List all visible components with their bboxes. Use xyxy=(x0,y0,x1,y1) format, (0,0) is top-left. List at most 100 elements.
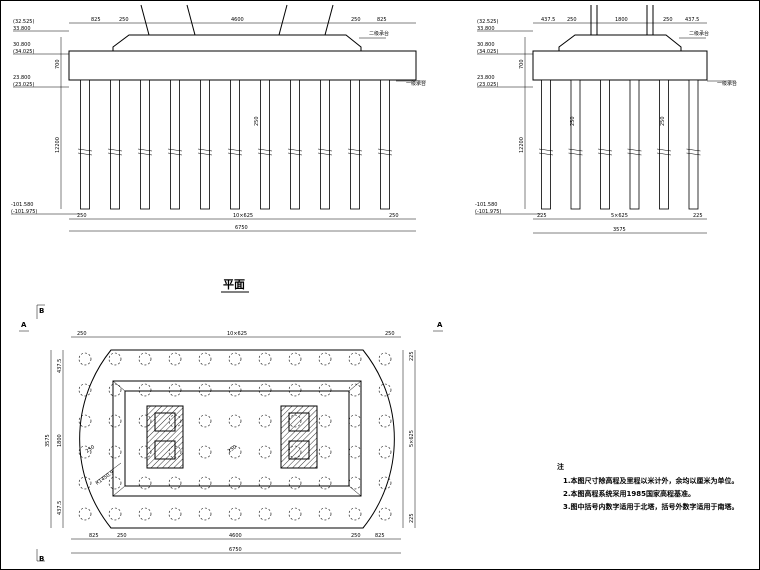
plan-dim-6750: 6750 xyxy=(229,547,242,553)
pile-plan xyxy=(138,352,152,366)
pile-plan xyxy=(378,383,392,397)
dim-250-br: 250 xyxy=(389,213,399,219)
pile xyxy=(380,79,390,210)
pile-plan xyxy=(288,414,302,428)
pile-plan xyxy=(378,352,392,366)
elev-pile-tip2-label: (-101.975) xyxy=(11,209,37,215)
elev-cap-top-label: 30.800 xyxy=(13,42,31,48)
pile-plan xyxy=(288,352,302,366)
dim-825-right: 825 xyxy=(377,17,387,23)
pile-plan xyxy=(108,383,122,397)
tower-leg-right xyxy=(280,405,318,469)
lower-cap-label-side: 一级承台 xyxy=(717,80,737,87)
elev-top2-side: 33.800 xyxy=(477,26,495,32)
elev-pile-tip2-side: (-101.975) xyxy=(475,209,501,215)
plan-dim-225-top: 225 xyxy=(409,351,415,361)
pile-plan xyxy=(318,414,332,428)
pile-dia-side-l: 250 xyxy=(570,116,576,126)
pile-plan xyxy=(138,445,152,459)
pile-plan xyxy=(348,383,362,397)
pile-plan xyxy=(258,476,272,490)
elev-pile-tip-label: -101.580 xyxy=(11,202,33,208)
elev-cap-top2-side: (34.025) xyxy=(477,49,498,55)
pile-plan xyxy=(258,414,272,428)
dim-437-left-side: 437.5 xyxy=(541,17,555,23)
elev-cap-bottom-label: 23.800 xyxy=(13,75,31,81)
lower-pile-cap-side xyxy=(532,50,708,81)
pile-plan xyxy=(168,414,182,428)
plan-dim-437-top: 437.5 xyxy=(57,359,63,373)
section-b-bottom: B xyxy=(39,555,44,563)
pile-plan xyxy=(318,445,332,459)
pile-plan xyxy=(228,476,242,490)
pile-plan xyxy=(78,507,92,521)
elev-top-label: (32.525) xyxy=(13,19,34,25)
pile-plan xyxy=(258,507,272,521)
dim-825-left: 825 xyxy=(91,17,101,23)
pile-plan xyxy=(78,352,92,366)
note-3: 3.图中括号内数字适用于北塔，括号外数字适用于南塔。 xyxy=(563,502,739,511)
pile-plan xyxy=(348,507,362,521)
pile-plan xyxy=(168,352,182,366)
lower-pile-cap xyxy=(68,50,417,81)
pile-plan xyxy=(288,507,302,521)
elev-pile-tip-side: -101.580 xyxy=(475,202,497,208)
pile xyxy=(600,79,610,210)
front-elevation: (32.525) 33.800 30.800 (34.025) 23.800 (… xyxy=(11,4,426,232)
pile-dia-plan-l: 250 xyxy=(85,444,96,454)
dim-250-bl: 250 xyxy=(77,213,87,219)
pile xyxy=(570,79,581,210)
pile-plan xyxy=(78,383,92,397)
dim-250-right: 250 xyxy=(351,17,361,23)
piles-side-elevation xyxy=(538,79,701,210)
pile xyxy=(200,79,210,210)
pile-plan xyxy=(378,445,392,459)
pile-plan xyxy=(108,445,122,459)
upper-pile-cap-side xyxy=(558,34,682,51)
pile-plan xyxy=(228,507,242,521)
pile-plan xyxy=(198,445,212,459)
notes-block: 注 1.本图尺寸除高程及里程以米计外，余均以厘米为单位。 2.本图高程系统采用1… xyxy=(557,462,739,511)
elev-cap-top-side: 30.800 xyxy=(477,42,495,48)
pile-length-side: 12200 xyxy=(519,137,525,153)
pile-plan xyxy=(348,445,362,459)
pile xyxy=(260,79,270,210)
pile xyxy=(80,79,90,210)
pile-plan xyxy=(288,476,302,490)
side-elevation: (32.525) 33.800 30.800 (34.025) 23.800 (… xyxy=(475,5,737,234)
pile-plan xyxy=(258,445,272,459)
dim-250-r-side: 250 xyxy=(663,17,673,23)
pile-plan xyxy=(198,414,212,428)
cap-height-dim: 700 xyxy=(55,59,61,69)
pile-plan xyxy=(168,476,182,490)
notes-title: 注 xyxy=(557,462,564,471)
upper-pile-cap xyxy=(112,34,362,51)
pile-plan xyxy=(198,507,212,521)
plan-dim-250-bl: 250 xyxy=(117,533,127,539)
cap-height-side: 700 xyxy=(519,59,525,69)
pile-plan xyxy=(378,414,392,428)
pile-plan xyxy=(108,414,122,428)
note-2: 2.本图高程系统采用1985国家高程基准。 xyxy=(563,489,695,498)
pile-length-dim: 12200 xyxy=(55,137,61,153)
elev-cap-top2-label: (34.025) xyxy=(13,49,34,55)
plan-view: 平面 A A B B R1450.9 xyxy=(19,278,443,563)
pile-plan xyxy=(168,445,182,459)
tower-leg-left xyxy=(146,405,184,469)
section-a-right: A xyxy=(437,321,443,329)
pile-plan xyxy=(288,445,302,459)
elev-cap-bottom2-side: (23.025) xyxy=(477,82,498,88)
upper-cap-outline-plan xyxy=(112,380,362,497)
radius-label: R1450.9 xyxy=(95,470,116,487)
note-1: 1.本图尺寸除高程及里程以米计外，余均以厘米为单位。 xyxy=(563,476,739,485)
dim-10x625-front: 10×625 xyxy=(233,213,253,219)
pile-plan xyxy=(228,414,242,428)
elev-top-side: (32.525) xyxy=(477,19,498,25)
plan-dim-10x625: 10×625 xyxy=(227,331,247,337)
pile-dia-front: 250 xyxy=(254,116,260,126)
pile-plan xyxy=(168,507,182,521)
pile-plan xyxy=(378,476,392,490)
upper-cap-label: 二级承台 xyxy=(369,30,389,37)
plan-dim-5x625: 5×625 xyxy=(409,430,415,447)
